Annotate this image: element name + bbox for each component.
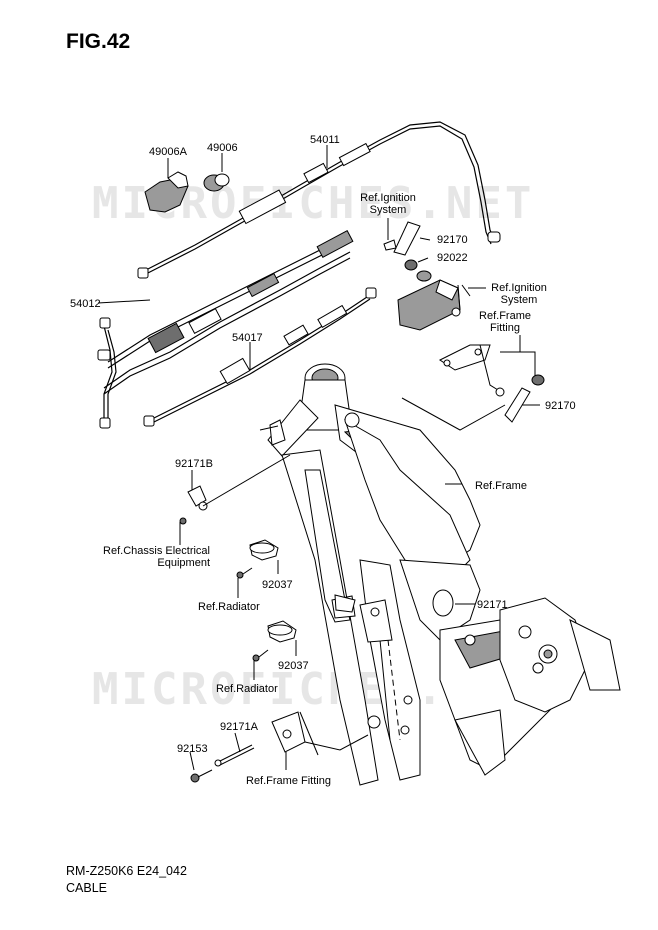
label-ref-chassis-electrical-line-1: Ref.Chassis Electrical [103,545,210,557]
label-ref-frame-fitting-bottom: Ref.Frame Fitting [246,775,331,787]
part-92171A-drawing [214,744,255,767]
label-ref-frame: Ref.Frame [475,480,527,492]
label-ref-ignition-system-2-line-1: Ref.Ignition [491,282,547,294]
ignition-box-drawing [397,279,461,331]
part-49006-drawing [203,173,230,192]
label-54011: 54011 [310,134,340,146]
label-92171B: 92171B [175,458,213,470]
label-54017: 54017 [232,332,263,344]
part-92171-drawing [432,589,454,617]
label-92037-lower: 92037 [278,660,309,672]
label-92171A: 92171A [220,721,259,733]
figure-title: FIG.42 [66,30,131,53]
part-92171B-drawing [179,485,208,525]
section-name: CABLE [66,881,107,895]
label-92022: 92022 [437,252,468,264]
part-92037-upper-drawing [236,539,279,579]
label-ref-ignition-system-2-line-2: System [501,294,538,306]
label-92153: 92153 [177,743,208,755]
label-49006: 49006 [207,142,238,154]
part-92170-top-drawing [393,221,421,256]
part-92022-drawing [383,239,432,282]
label-ref-chassis-electrical-line-2: Equipment [157,557,210,569]
label-ref-frame-fitting-top-line-2: Fitting [490,322,520,334]
label-92170-right: 92170 [545,400,576,412]
frame-drawing [259,363,621,786]
label-ref-ignition-system-1-line-2: System [370,204,407,216]
label-92170-top: 92170 [437,234,468,246]
cable-54011 [137,121,501,279]
part-92153-drawing [190,769,213,783]
label-92171: 92171 [477,599,508,611]
label-ref-radiator-lower: Ref.Radiator [216,683,278,695]
leader-lines [97,145,540,771]
cable-54012 [97,230,354,429]
model-code: RM-Z250K6 E24_042 [66,864,187,878]
label-ref-radiator-upper: Ref.Radiator [198,601,260,613]
cable-54017 [143,287,377,427]
part-49006A-drawing [144,171,189,213]
label-92037-upper: 92037 [262,579,293,591]
label-ref-frame-fitting-top-line-1: Ref.Frame [479,310,531,322]
frame-fitting-plate-drawing [271,711,306,753]
label-54012: 54012 [70,298,101,310]
label-49006A: 49006A [149,146,188,158]
frame-fitting-bracket-drawing [439,344,545,423]
part-92037-lower-drawing [252,620,297,662]
label-ref-ignition-system-1-line-1: Ref.Ignition [360,192,416,204]
